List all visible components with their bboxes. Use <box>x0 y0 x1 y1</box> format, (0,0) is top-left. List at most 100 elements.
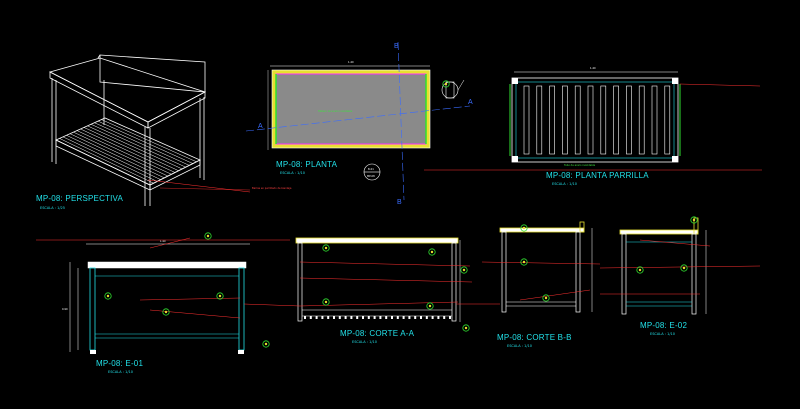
e02-scale: ESCALA : 1/10 <box>650 332 675 336</box>
shelf-bar-section <box>350 316 353 319</box>
shelf-bar-section <box>437 316 440 319</box>
shelf-bar-section <box>425 316 428 319</box>
shelf-bar <box>97 120 193 164</box>
section-bb-view <box>481 221 601 313</box>
shelf-bar <box>62 136 158 182</box>
grill-bar <box>651 85 658 155</box>
grill-bar <box>536 85 543 155</box>
callout-marker <box>104 292 112 300</box>
callout-marker <box>462 324 470 332</box>
grill-bar <box>626 85 632 155</box>
grill-width-dim: 1.40 <box>590 66 596 70</box>
section-aa-scale: ESCALA : 1/10 <box>352 340 377 344</box>
grill-bar <box>600 85 607 155</box>
grill-bottom-note: Tubo de acero inoxidable <box>564 163 596 167</box>
grill-bar <box>613 85 619 155</box>
shelf-bar <box>76 130 172 175</box>
plan-width-dim: 1.40 <box>348 60 354 64</box>
callout-marker <box>460 266 468 274</box>
shelf-bar <box>90 124 186 168</box>
plan-section-marker-bottom: MP-08 <box>367 174 375 178</box>
callout-markers <box>104 80 698 348</box>
grill-plan-title: MP-08: PLANTA PARRILLA <box>546 171 649 180</box>
section-label-b-top: B <box>394 43 399 50</box>
shelf-bar-section <box>338 316 341 319</box>
perspective-scale: ESCALA : 1/25 <box>40 206 65 210</box>
shelf-bar-section <box>304 316 306 319</box>
callout-marker-dot <box>522 260 526 264</box>
grill-bar <box>664 85 671 155</box>
callout-marker <box>216 292 224 300</box>
section-label-a-right: A <box>468 99 473 106</box>
plan-center-note: Tablero de acero inoxidable <box>318 109 353 113</box>
shelf-bar-section <box>373 316 376 319</box>
callout-marker-dot <box>324 246 328 250</box>
section-label-b-bottom: B <box>397 199 402 206</box>
shelf-bar-section <box>367 316 370 319</box>
callout-marker <box>520 258 528 266</box>
e01-height-dim: 0.90 <box>62 307 68 311</box>
callout-marker-dot <box>522 226 526 230</box>
shelf-bar-section <box>344 316 347 319</box>
plan-view: 1.40 Tablero de acero inoxidable B-01 MP… <box>245 41 471 201</box>
callout-marker-dot <box>206 234 210 238</box>
elevation-e01-view: 1.40 0.90 <box>36 237 290 354</box>
shelf-bar-section <box>420 316 422 319</box>
shelf-bar-section <box>414 316 417 319</box>
e02-title: MP-08: E-02 <box>640 321 687 330</box>
section-bb-scale: ESCALA : 1/10 <box>507 344 532 348</box>
callout-marker-dot <box>428 304 432 308</box>
shelf-bar-section <box>356 316 359 319</box>
shelf-bar-section <box>321 316 324 319</box>
shelf-bar-section <box>333 316 335 319</box>
perspective-title: MP-08: PERSPECTIVA <box>36 194 123 203</box>
grill-plan-scale: ESCALA : 1/10 <box>552 182 577 186</box>
callout-marker-dot <box>462 268 466 272</box>
grill-bar <box>587 85 594 155</box>
section-aa-title: MP-08: CORTE A-A <box>340 329 415 338</box>
shelf-bar <box>94 122 190 166</box>
callout-marker <box>636 266 644 274</box>
callout-marker-dot <box>682 266 686 270</box>
shelf-bar-section <box>449 316 451 319</box>
callout-marker-dot <box>444 82 448 86</box>
callout-marker <box>442 80 450 88</box>
shelf-bar <box>87 125 183 170</box>
callout-marker <box>322 244 330 252</box>
grill-bar <box>523 85 530 155</box>
shelf-bar-section <box>396 316 399 319</box>
plan-title: MP-08: PLANTA <box>276 160 338 169</box>
e01-title: MP-08: E-01 <box>96 359 143 368</box>
grill-bar <box>574 85 581 155</box>
callout-marker <box>542 294 550 302</box>
callout-marker-dot <box>324 300 328 304</box>
section-bb-title: MP-08: CORTE B-B <box>497 333 572 342</box>
shelf-bar-section <box>431 316 434 319</box>
grill-bar <box>549 85 555 155</box>
callout-marker <box>262 340 270 348</box>
callout-marker-dot <box>544 296 548 300</box>
shelf-bar-section <box>391 316 393 319</box>
shelf-bar <box>73 131 168 177</box>
callout-marker <box>520 224 528 232</box>
callout-marker-dot <box>430 250 434 254</box>
shelf-bar-section <box>443 316 446 319</box>
plan-section-marker-top: B-01 <box>368 167 374 171</box>
callout-marker <box>428 248 436 256</box>
callout-marker <box>680 264 688 272</box>
section-aa-view <box>243 237 500 322</box>
shelf-bar <box>101 119 197 163</box>
shelf-bar <box>59 138 154 184</box>
shelf-bar-section <box>408 316 411 319</box>
shelf-bar <box>80 128 176 173</box>
e01-width-dim: 1.40 <box>160 239 166 243</box>
shelf-bar-section <box>327 316 330 319</box>
callout-marker <box>162 308 170 316</box>
section-label-a-left: A <box>258 123 263 130</box>
callout-marker-dot <box>464 326 468 330</box>
callout-marker-dot <box>638 268 642 272</box>
grill-plan-view: 1.40 Tubo de acero inoxidable <box>424 66 762 171</box>
shelf-bar-section <box>309 316 312 319</box>
